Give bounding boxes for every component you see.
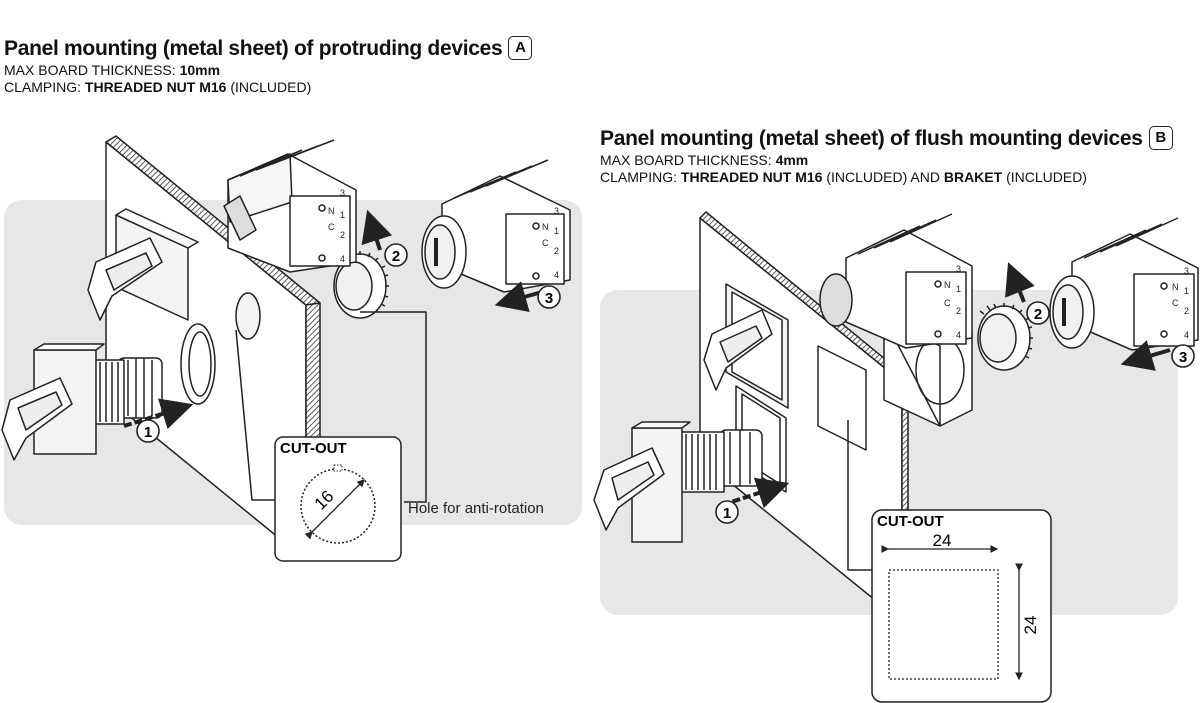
svg-text:N: N [328, 206, 335, 216]
svg-text:4: 4 [340, 254, 345, 264]
contact-block-a-separate: 3 N 1 C 2 4 [421, 159, 571, 293]
step-3-label-a: 3 [545, 290, 553, 307]
step-2-circle-a [384, 243, 408, 267]
svg-text:4: 4 [1184, 330, 1189, 340]
contact-block-b-separate: 3 N 1 C 2 4 [1049, 217, 1199, 351]
section-b-clamping: CLAMPING: THREADED NUT M16 (INCLUDED) AN… [600, 169, 1087, 185]
threaded-nut-b [977, 303, 1033, 371]
contact-block-a-mounted: 3 N 1 C 2 4 [223, 139, 357, 273]
step-3-circle-b [1171, 344, 1195, 368]
cutout-square-b [888, 569, 999, 680]
step-1-arrow-a [123, 398, 194, 430]
section-b-thickness: MAX BOARD THICKNESS: 4mm [600, 152, 809, 168]
svg-text:3: 3 [554, 206, 559, 216]
svg-text:N: N [944, 280, 951, 290]
svg-text:4: 4 [956, 330, 961, 340]
hole-label-leader [360, 311, 427, 503]
hole-for-anti-rotation-label: Hole for anti-rotation [408, 500, 544, 517]
section-b-illustration: 3 N 1 C 2 4 3 N 1 C 2 4 [593, 211, 1199, 623]
svg-text:N: N [542, 222, 549, 232]
step-badges-b: 1 2 3 [715, 301, 1195, 524]
svg-text:1: 1 [554, 226, 559, 236]
step-1-label-a: 1 [144, 424, 152, 441]
step-3-arrow-a [494, 281, 543, 313]
step-3-circle-a [537, 285, 561, 309]
step-2-label-a: 2 [392, 248, 400, 265]
svg-text:C: C [542, 238, 549, 248]
threaded-nut-a [333, 251, 389, 319]
cutout-width-b: 24 [933, 531, 952, 550]
svg-text:1: 1 [340, 210, 345, 220]
selector-a-front [1, 343, 163, 461]
step-2-arrow-a [361, 209, 393, 251]
svg-text:2: 2 [1184, 306, 1189, 316]
svg-text:1: 1 [956, 284, 961, 294]
svg-text:N: N [1172, 282, 1179, 292]
step-2-arrow-b [1005, 262, 1035, 303]
step-1-circle-b [715, 500, 739, 524]
selector-b-front [593, 421, 763, 543]
svg-text:3: 3 [1184, 266, 1189, 276]
step-3-label-b: 3 [1179, 349, 1187, 366]
svg-text:C: C [944, 298, 951, 308]
svg-text:2: 2 [554, 246, 559, 256]
selector-head-a-mounted [87, 208, 199, 321]
cutout-box-b: CUT-OUT 24 24 [871, 509, 1052, 703]
cutout-diameter-line-a [304, 479, 365, 540]
svg-text:2: 2 [956, 306, 961, 316]
step-2-circle-b [1026, 301, 1050, 325]
section-a-thickness: MAX BOARD THICKNESS: 10mm [4, 62, 221, 78]
cutout-box-a: CUT-OUT 16 [274, 436, 402, 562]
svg-text:3: 3 [956, 264, 961, 274]
flush-frame-b-mounted [703, 283, 789, 409]
step-2-label-b: 2 [1034, 306, 1042, 323]
cutout-circle-a [300, 468, 376, 544]
svg-text:2: 2 [340, 230, 345, 240]
cutout-title-a: CUT-OUT [280, 440, 347, 457]
section-b-title: Panel mounting (metal sheet) of flush mo… [600, 126, 1173, 151]
cutout-height-b: 24 [1021, 616, 1040, 635]
cutout-b-leader [847, 420, 872, 571]
step-1-circle-a [136, 419, 160, 443]
step-1-label-b: 1 [723, 505, 731, 522]
section-a-badge: A [508, 36, 533, 60]
section-b-subtitle: MAX BOARD THICKNESS: 4mm CLAMPING: THREA… [600, 152, 1087, 186]
svg-text:1: 1 [1184, 286, 1189, 296]
section-a-clamping: CLAMPING: THREADED NUT M16 (INCLUDED) [4, 79, 312, 95]
section-a-subtitle: MAX BOARD THICKNESS: 10mm CLAMPING: THRE… [4, 62, 311, 96]
step-1-arrow-b [721, 477, 790, 509]
svg-text:4: 4 [554, 270, 559, 280]
svg-text:3: 3 [340, 188, 345, 198]
section-b-badge: B [1148, 126, 1173, 150]
step-badges-a: 1 2 3 [136, 243, 561, 443]
contact-block-b-mounted: 3 N 1 C 2 4 [819, 213, 973, 349]
section-a-title: Panel mounting (metal sheet) of protrudi… [4, 36, 533, 61]
step-3-arrow-b [1120, 340, 1171, 371]
svg-text:C: C [328, 222, 335, 232]
cutout-title-b: CUT-OUT [877, 513, 944, 530]
svg-text:C: C [1172, 298, 1179, 308]
cutout-a-leader [235, 329, 276, 501]
